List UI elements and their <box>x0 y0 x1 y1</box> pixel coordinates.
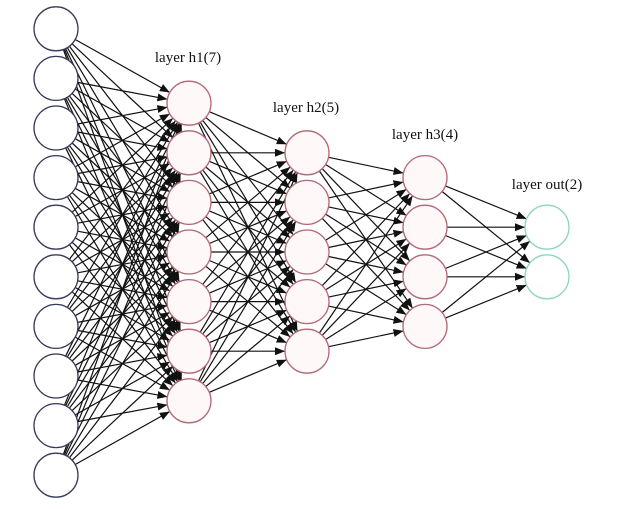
edge-input-8-to-h1-1 <box>65 122 180 357</box>
labels-group: layer h1(7) layer h2(5) layer h3(4) laye… <box>155 50 582 193</box>
node-h1-1 <box>166 80 212 126</box>
node-input-8 <box>33 353 79 399</box>
edge-h3-3-to-out-1 <box>445 234 527 270</box>
node-h2-2 <box>284 179 330 226</box>
node-h1-5 <box>166 278 212 325</box>
edge-h2-5-to-h3-2 <box>321 242 411 336</box>
edge-h3-4-to-out-2 <box>445 284 527 319</box>
edge-h1-7-to-h2-1 <box>197 172 299 382</box>
edge-input-10-to-h1-4 <box>66 270 179 457</box>
edge-input-2-to-h1-1 <box>77 81 168 102</box>
node-input-1 <box>33 6 79 52</box>
node-h1-7 <box>166 378 212 424</box>
edge-input-4-to-h1-1 <box>74 113 171 168</box>
node-input-5 <box>33 204 79 250</box>
edge-h1-5-to-h2-1 <box>202 169 294 285</box>
node-h3-1 <box>402 154 448 201</box>
node-h2-5 <box>284 328 330 374</box>
edge-input-10-to-h1-7 <box>74 410 171 466</box>
edge-input-10-to-h1-6 <box>71 365 174 461</box>
node-input-6 <box>33 254 79 300</box>
edge-input-1-to-h1-1 <box>74 38 171 94</box>
edge-h1-7-to-h2-4 <box>205 315 291 388</box>
edge-input-10-to-h1-3 <box>65 221 180 456</box>
edge-h2-1-to-h3-1 <box>328 156 404 175</box>
node-input-3 <box>33 105 79 151</box>
layer-label-h1: layer h1(7) <box>155 50 221 66</box>
edge-h1-7-to-h2-2 <box>199 220 297 383</box>
node-input-9 <box>33 402 79 449</box>
edge-h3-1-to-out-1 <box>445 185 527 220</box>
edge-h2-3-to-h3-1 <box>325 188 407 241</box>
node-h3-2 <box>402 204 448 250</box>
node-h3-4 <box>402 303 448 350</box>
edge-h2-5-to-h3-1 <box>318 195 414 334</box>
node-h1-3 <box>166 179 212 226</box>
edge-input-10-to-h1-2 <box>63 172 182 456</box>
node-h2-4 <box>284 278 330 325</box>
edges-group <box>62 38 531 466</box>
edge-h2-4-to-h3-1 <box>321 193 411 287</box>
edge-h2-5-to-h3-3 <box>325 287 407 341</box>
edge-input-6-to-h1-1 <box>68 120 177 260</box>
layer-label-out: layer out(2) <box>512 177 582 193</box>
edge-input-9-to-h1-1 <box>63 123 182 406</box>
edge-h2-5-to-h3-4 <box>328 329 404 348</box>
edge-h1-3-to-h2-1 <box>209 160 287 195</box>
edge-h2-2-to-h3-1 <box>328 180 404 199</box>
edge-h1-7-to-h2-5 <box>209 359 287 393</box>
node-h1-2 <box>166 130 212 176</box>
edge-h1-6-to-h2-1 <box>199 171 297 333</box>
edge-input-10-to-h1-1 <box>62 123 183 455</box>
node-out-2 <box>524 254 570 300</box>
node-h2-3 <box>284 229 330 275</box>
node-h3-3 <box>402 254 448 300</box>
edge-h3-4-to-out-1 <box>441 240 531 313</box>
nodes-group <box>33 6 570 498</box>
edge-h1-1-to-h2-1 <box>209 111 287 145</box>
layer-label-h3: layer h3(4) <box>392 127 458 143</box>
node-h2-1 <box>284 130 330 176</box>
node-h1-4 <box>166 229 212 275</box>
node-input-7 <box>33 303 79 350</box>
edge-h1-4-to-h2-1 <box>205 166 291 239</box>
node-input-2 <box>33 55 79 102</box>
edge-input-10-to-h1-5 <box>68 318 177 459</box>
edge-input-3-to-h1-1 <box>77 105 168 125</box>
layer-label-h2: layer h2(5) <box>273 100 339 116</box>
edge-input-5-to-h1-1 <box>71 117 174 213</box>
node-out-1 <box>524 204 570 250</box>
node-h1-6 <box>166 328 212 374</box>
node-input-4 <box>33 154 79 201</box>
node-input-10 <box>33 452 79 498</box>
edge-h1-7-to-h2-3 <box>202 268 294 384</box>
edge-input-7-to-h1-1 <box>66 121 179 308</box>
